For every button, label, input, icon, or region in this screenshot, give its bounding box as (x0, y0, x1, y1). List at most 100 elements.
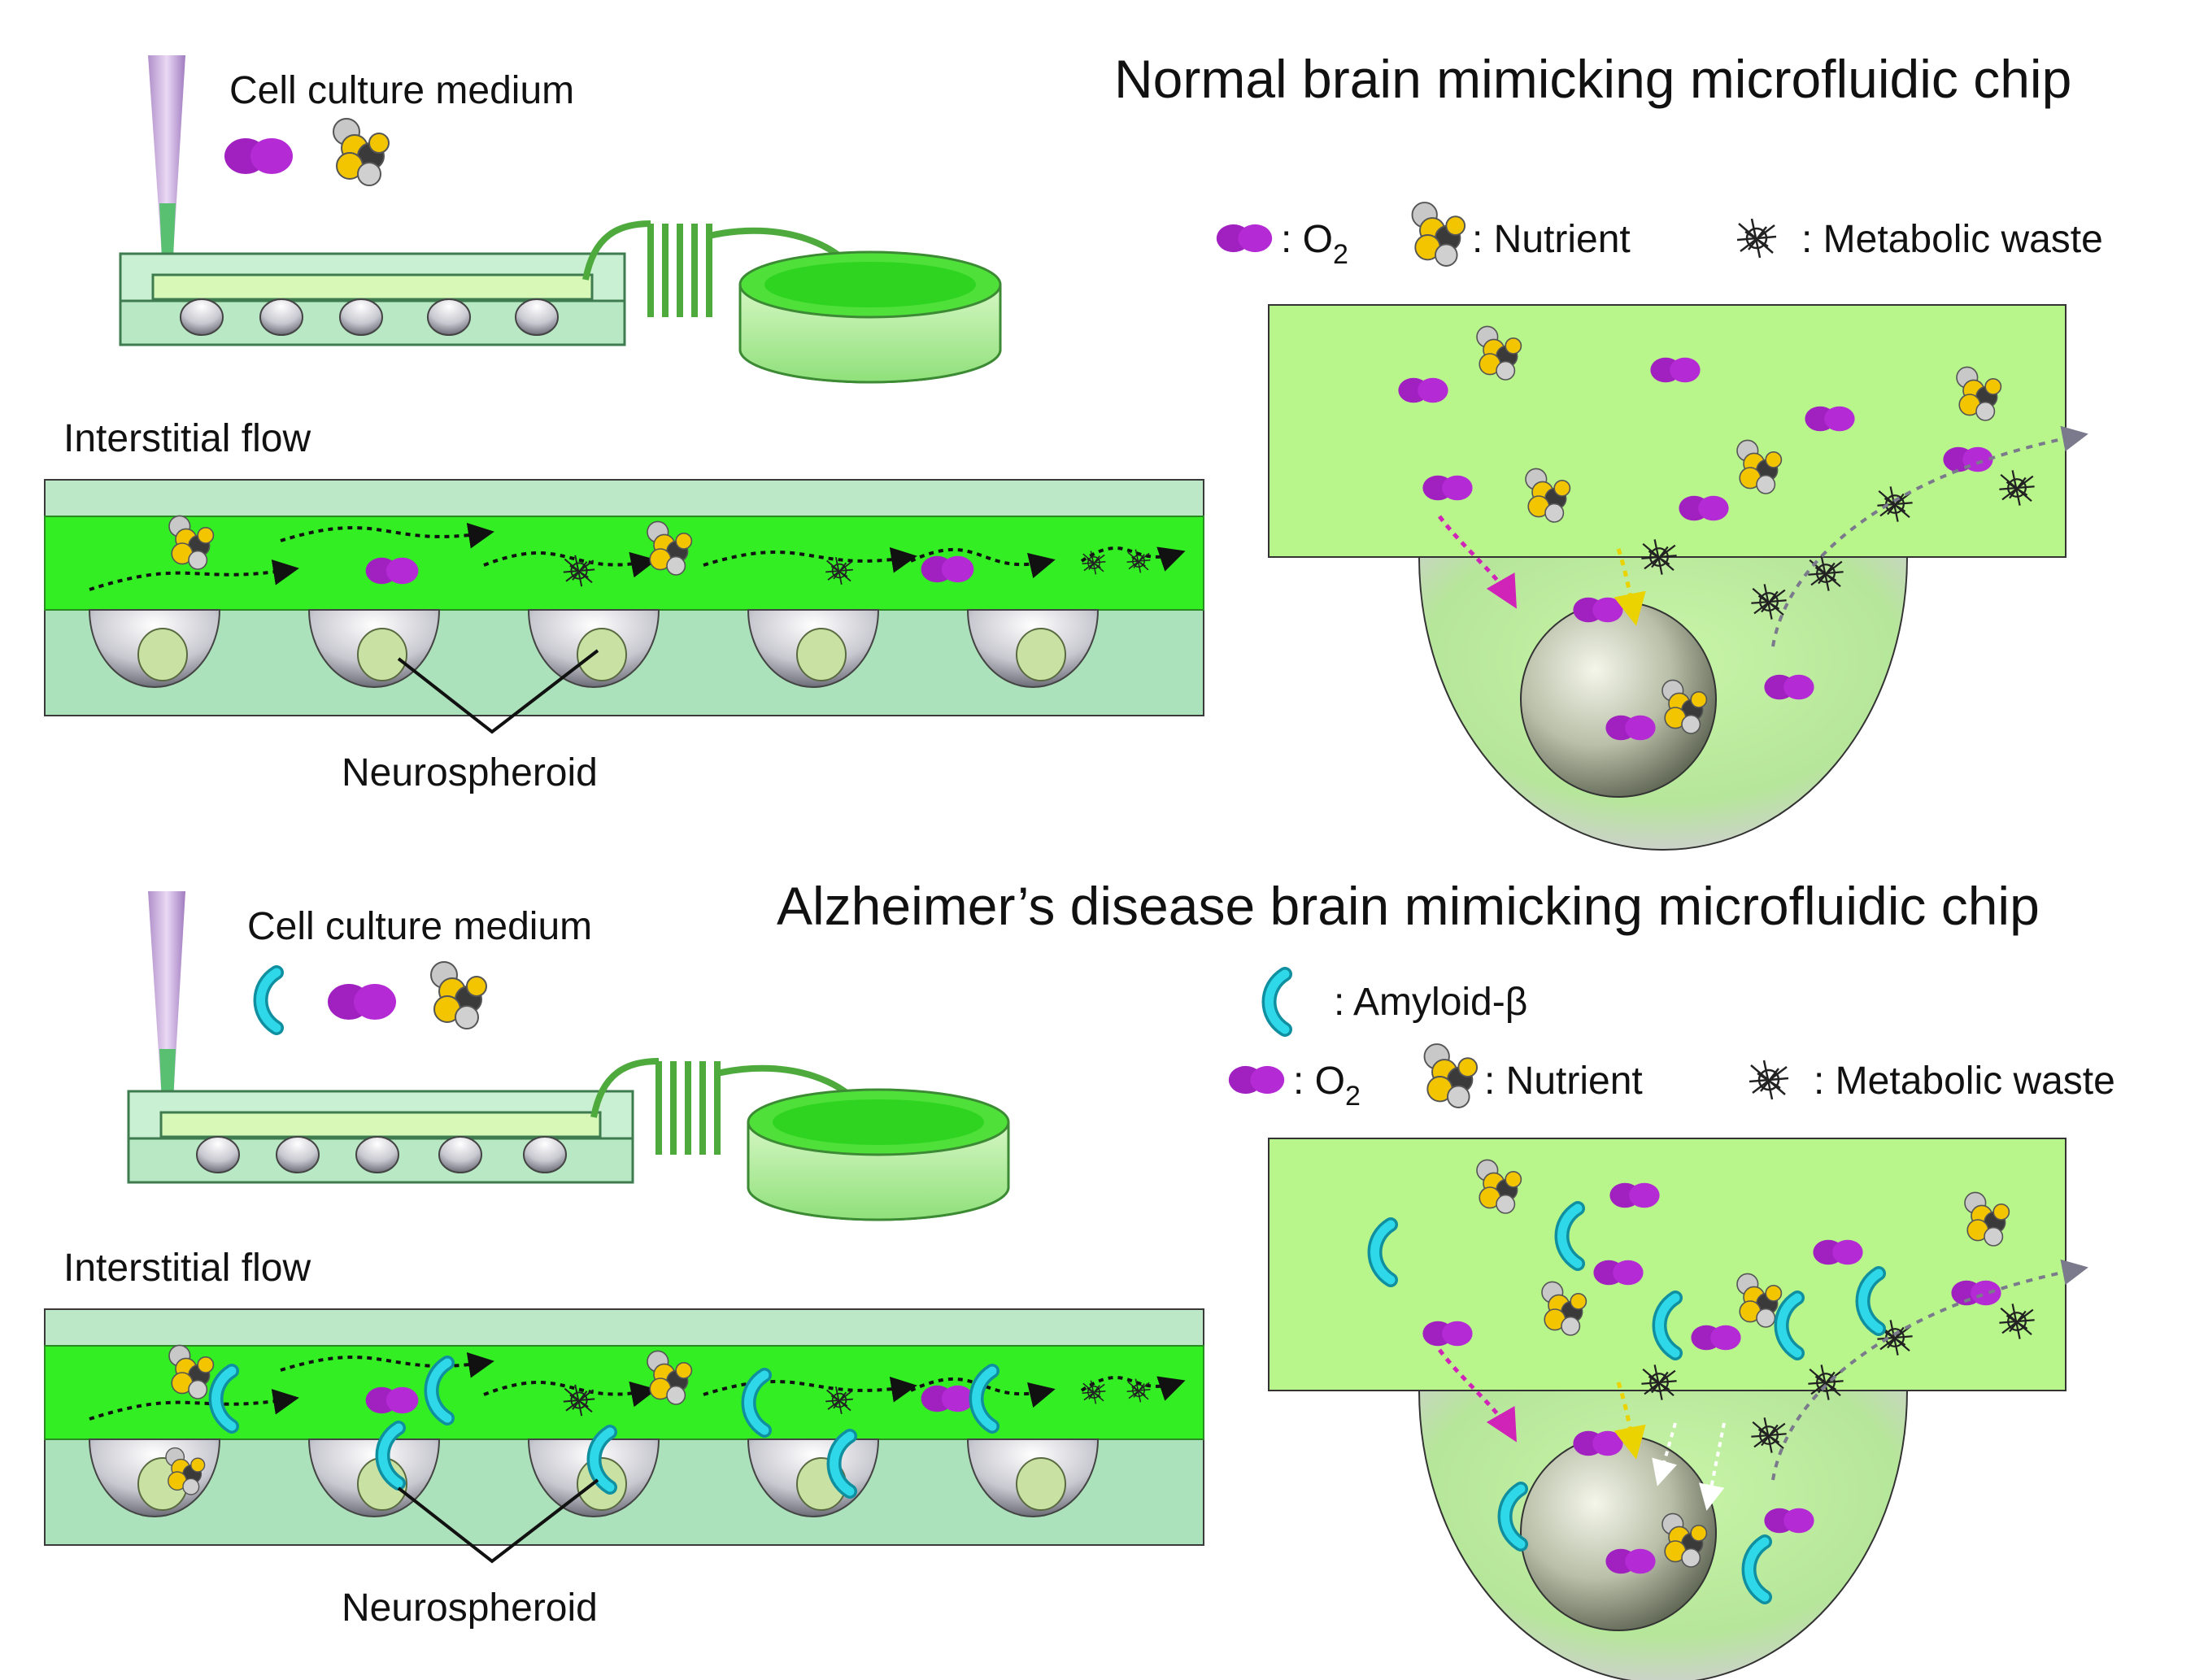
legend-label: : Metabolic waste (1814, 1060, 2115, 1103)
neurospheroid-pointer (397, 649, 599, 734)
neurospheroid-label: Neurospheroid (342, 751, 598, 794)
legend-item-nutrient: : Nutrient (1411, 202, 1631, 267)
amyloid-legend-icon (1270, 974, 1286, 1029)
o2-icon (1650, 357, 1701, 383)
o2-icon (1573, 1430, 1623, 1456)
neurospheroid-label: Neurospheroid (342, 1586, 598, 1630)
o2-diffusion-arrow (1438, 1348, 1517, 1443)
small-wells (196, 1136, 567, 1173)
o2-icon (1228, 1065, 1285, 1095)
legend: : O2 : Nutrient : Metabolic waste (1216, 202, 2103, 270)
flow-arrows (89, 515, 1186, 591)
medium-label: Cell culture medium (247, 905, 592, 948)
legend-label: : Nutrient (1472, 218, 1631, 261)
flow-channel (44, 1345, 1204, 1440)
neurospheroid-wells (88, 609, 1100, 688)
o2-icon (1609, 1182, 1660, 1208)
neurospheroid-well (966, 609, 1100, 688)
legend-item-nutrient: : Nutrient (1423, 1043, 1643, 1108)
o2-icon (1764, 674, 1814, 700)
o2-icon (1573, 597, 1623, 623)
o2-icon (1398, 377, 1448, 403)
o2-icon (224, 138, 293, 174)
small-wells (180, 298, 559, 336)
flow-arrow (89, 559, 299, 591)
flow-arrow (1080, 546, 1186, 572)
nutrient-diffusion-arrow (1614, 548, 1646, 626)
neurospheroid-well (88, 609, 221, 688)
panel-title: Normal brain mimicking microfluidic chip (1114, 49, 2071, 109)
neurospheroid-well (966, 1438, 1100, 1517)
pipette-icon (148, 891, 185, 1122)
amyloid-legend-label: : Amyloid-β (1334, 981, 1527, 1024)
nutrient-diffusion-arrow (1614, 1382, 1646, 1460)
waste-removal-arrow (1771, 1259, 2088, 1481)
o2-icon (1605, 1548, 1656, 1574)
flow-label: Interstitial flow (63, 417, 311, 460)
flow-arrow (483, 1381, 657, 1408)
medium-label: Cell culture medium (229, 69, 574, 112)
neurospheroid-well (307, 609, 441, 688)
blocked-arrow (1699, 1422, 1726, 1511)
o2-icon (921, 1385, 974, 1412)
o2-diffusion-arrow (1438, 515, 1517, 609)
flow-label: Interstitial flow (63, 1247, 311, 1290)
neurospheroid (796, 628, 847, 681)
reservoir (738, 250, 1002, 384)
panel-title: Alzheimer’s disease brain mimicking micr… (777, 876, 2040, 936)
legend: : O2 : Nutrient : Metabolic waste (1228, 1043, 2115, 1112)
o2-icon (1764, 1508, 1814, 1534)
neurospheroid (577, 628, 627, 681)
neurospheroid (357, 628, 407, 681)
neurospheroid-well (88, 1438, 221, 1517)
o2-icon (1422, 475, 1473, 501)
nutrient-icon (1411, 202, 1466, 267)
alzheimer-panel: Alzheimer’s disease brain mimicking micr… (44, 876, 2115, 1680)
legend-subscript: 2 (1345, 1081, 1361, 1112)
chip-cross-section (44, 479, 1204, 734)
neurospheroid-well (307, 1438, 441, 1517)
neurospheroid (1016, 628, 1066, 681)
neurospheroid (1016, 1457, 1066, 1511)
flow-arrow (910, 547, 1056, 579)
reservoir (747, 1088, 1010, 1221)
brain-chamber (1268, 1138, 2088, 1680)
waste-icon (1736, 217, 1778, 259)
flow-arrow (483, 551, 657, 578)
flow-channel (44, 516, 1204, 611)
amyloid-icon (261, 973, 277, 1028)
o2-icon (1679, 495, 1729, 521)
nutrient-icon (333, 118, 390, 186)
legend-item-o2: : O2 (1228, 1060, 1361, 1112)
nutrient-icon (1423, 1043, 1479, 1108)
o2-icon (1593, 1260, 1644, 1286)
o2-icon (921, 555, 974, 583)
flow-arrow (89, 1388, 299, 1421)
flow-arrow (1080, 1376, 1186, 1401)
flow-arrows (89, 1344, 1186, 1495)
brain-chamber (1268, 304, 2088, 851)
chip-small (127, 1090, 634, 1184)
pipette-icon (148, 55, 185, 276)
o2-icon (365, 1386, 419, 1414)
chamber-medium (1268, 304, 2067, 558)
nutrient-icon (430, 961, 487, 1029)
blocked-arrow (1652, 1422, 1677, 1486)
waste-icon (1748, 1059, 1790, 1101)
o2-icon (1216, 224, 1273, 253)
neurospheroid-well (527, 609, 660, 688)
o2-icon (1422, 1321, 1473, 1347)
o2-icon (328, 984, 396, 1020)
o2-icon (1805, 406, 1855, 432)
legend-item-waste: : Metabolic waste (1748, 1059, 2115, 1103)
o2-icon (1691, 1325, 1741, 1351)
neurospheroid (137, 628, 188, 681)
chip-cross-section (44, 1308, 1204, 1564)
chip-small (119, 252, 626, 346)
waste-removal-arrow (1771, 425, 2088, 647)
legend-label: : Metabolic waste (1801, 218, 2103, 261)
neurospheroid-pointer (397, 1478, 599, 1564)
legend-item-o2: : O2 (1216, 218, 1348, 270)
legend-subscript: 2 (1333, 239, 1348, 270)
